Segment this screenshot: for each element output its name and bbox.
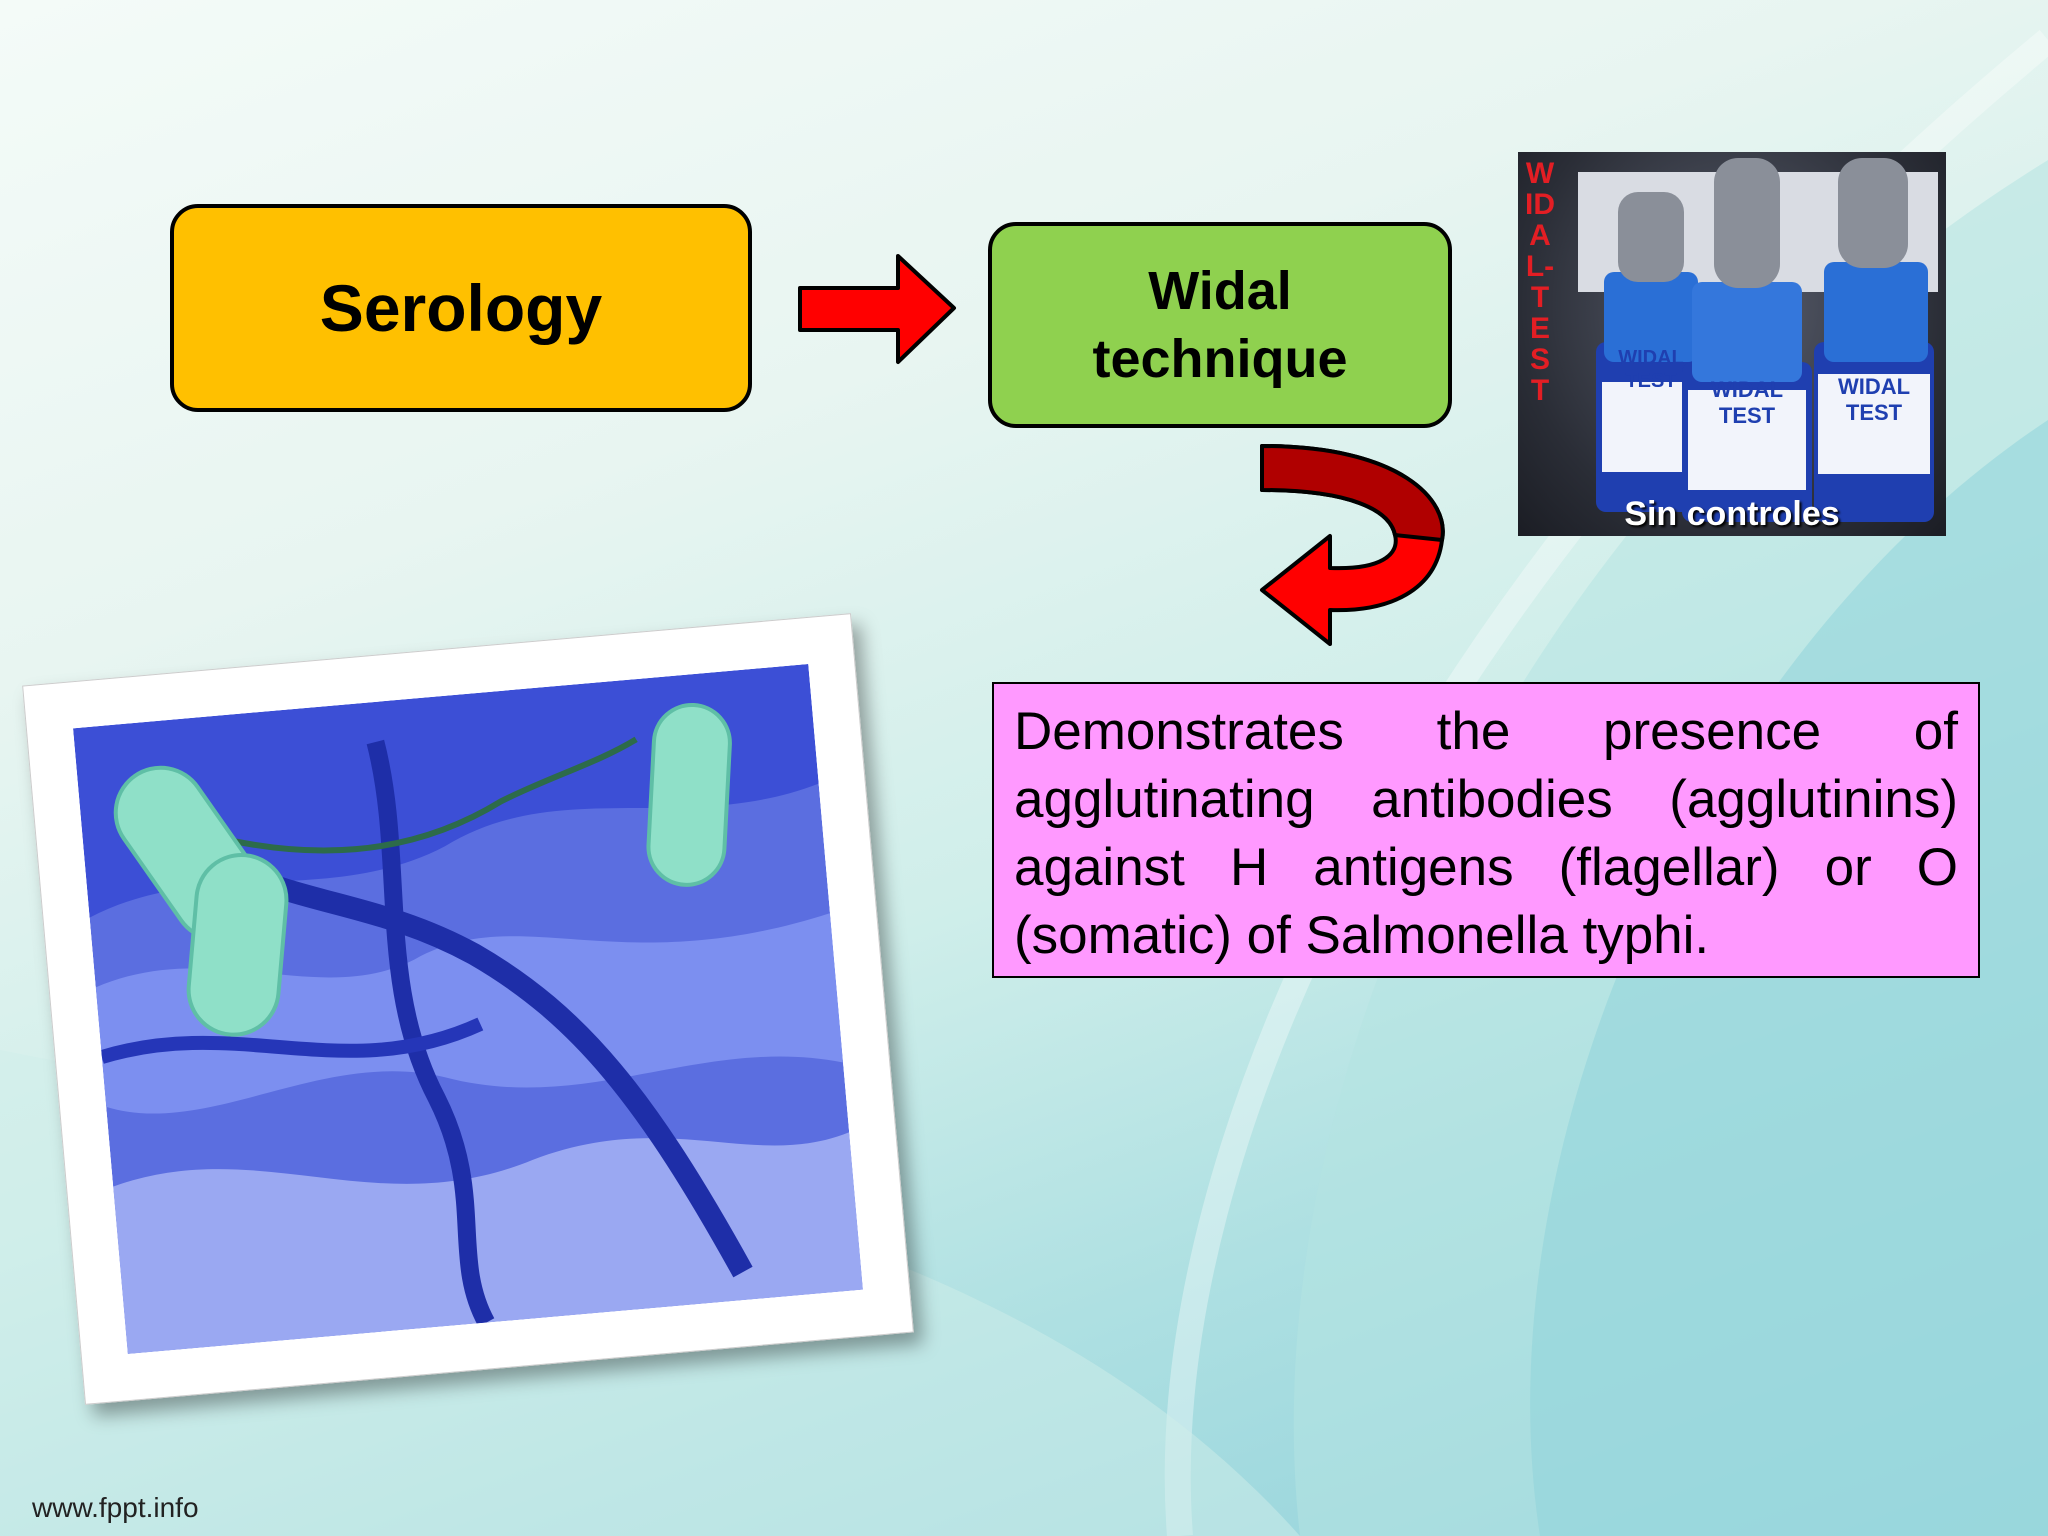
widal-technique-label: Widal technique xyxy=(1092,261,1348,389)
bottle-label-right: WIDAL TEST xyxy=(1837,374,1911,425)
curved-arrow-icon xyxy=(1260,444,1445,646)
micrograph-frame xyxy=(22,613,914,1405)
salmonella-micrograph xyxy=(73,664,863,1354)
description-box: Demonstrates the presence of agglutinati… xyxy=(992,682,1980,978)
serology-box: Serology xyxy=(170,204,752,412)
photo-caption: Sin controles xyxy=(1624,495,1840,533)
arrow-right-icon xyxy=(798,254,956,364)
widal-test-photo: WIDAL TEST WIDAL TEST WIDAL TEST WIDAL-T… xyxy=(1518,152,1946,536)
serology-label: Serology xyxy=(319,271,603,345)
description-text: Demonstrates the presence of agglutinati… xyxy=(1014,702,1958,965)
widal-test-vertical-text: WIDAL-TEST xyxy=(1525,157,1555,407)
widal-technique-box: Widal technique xyxy=(988,222,1452,428)
footer-url[interactable]: www.fppt.info xyxy=(32,1492,199,1523)
bottle-label-center: WIDAL TEST xyxy=(1710,377,1784,428)
bottle-label-left: WIDAL TEST xyxy=(1618,347,1684,392)
